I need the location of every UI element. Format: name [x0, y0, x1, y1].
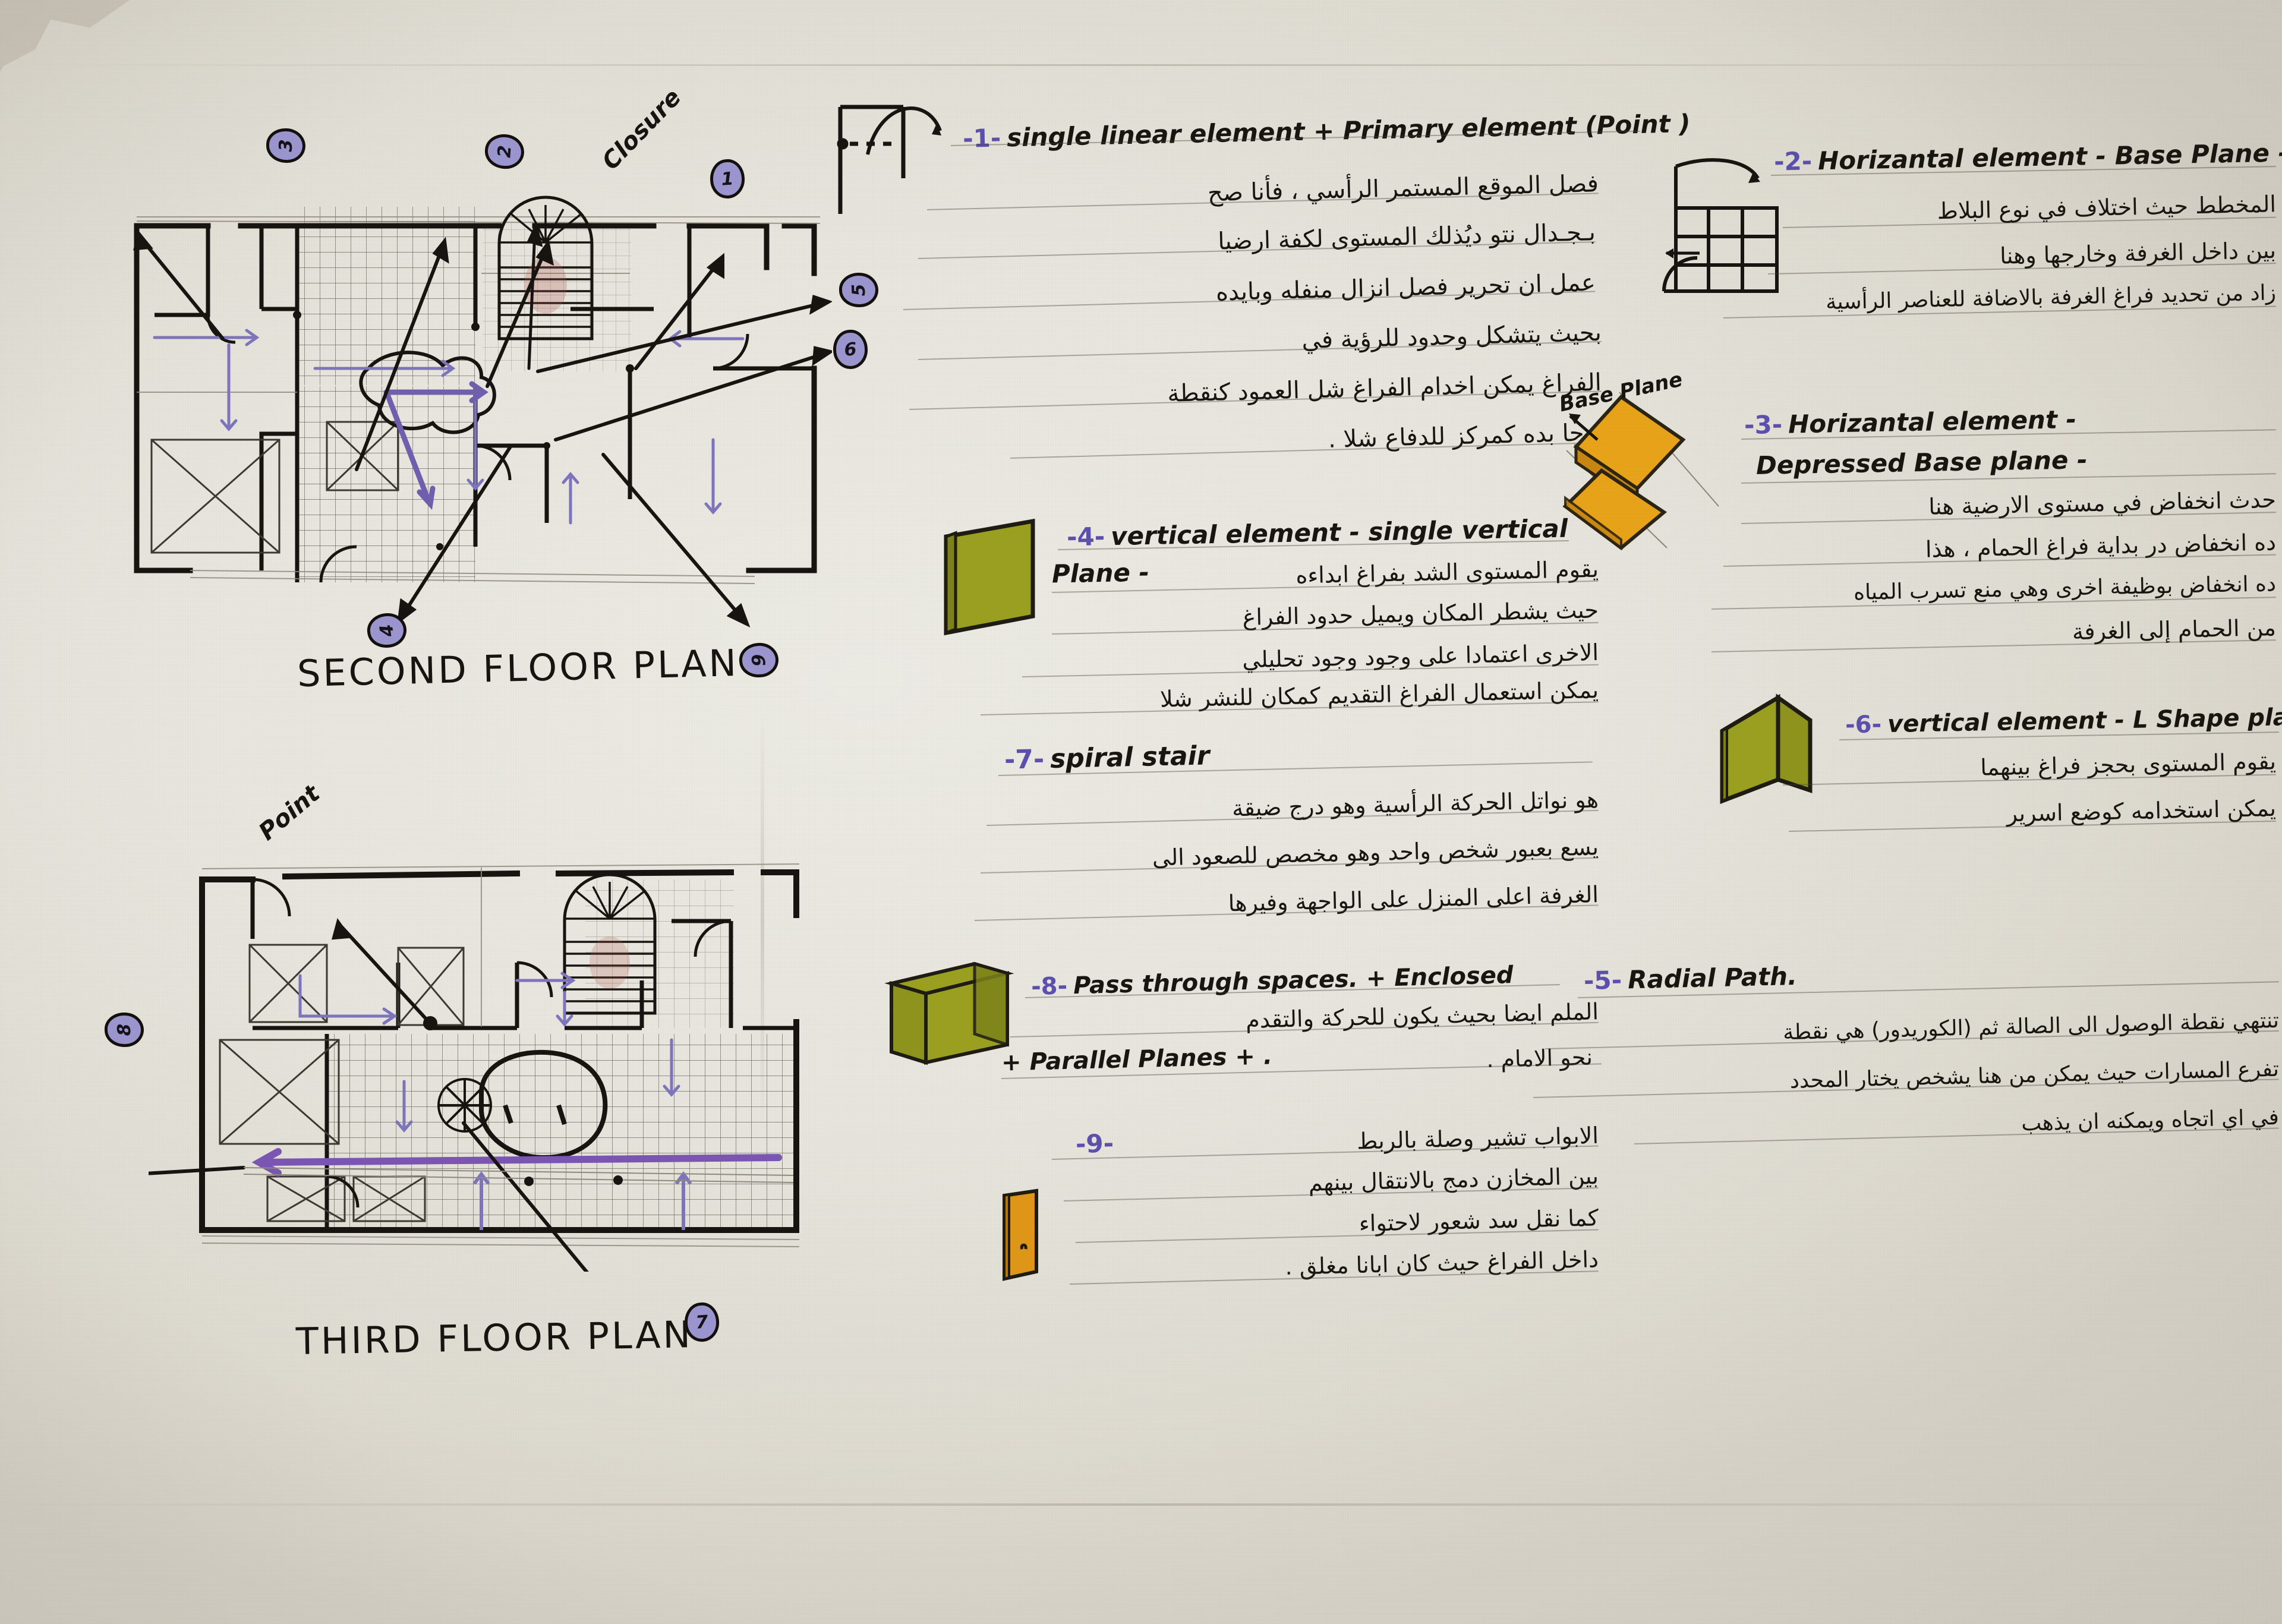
- torn-corner: [0, 0, 172, 107]
- single-vertical-plane-sketch: [933, 508, 1052, 645]
- note-title-1: single linear element + Primary element …: [1006, 109, 1691, 153]
- note-heading-9: -9-: [1075, 1128, 1120, 1159]
- note-body-9-line-3: كما نقل سد شعور لاحتواء: [1359, 1204, 1599, 1237]
- note-body-1-line-4: بحيث يتشكل وحدود للرؤية في: [1301, 319, 1602, 355]
- note-body-5-line-1: تنتهي نقطة الوصول الى الصالة ثم (الكوريد…: [1782, 1008, 2280, 1045]
- closure-annotation: Closure: [597, 83, 687, 176]
- note-number-9: -9-: [1075, 1128, 1114, 1159]
- base-plane-grid-sketch: [1658, 149, 1807, 309]
- plan-marker-3: 3: [266, 127, 306, 164]
- note-body-4-line-1: يقوم المستوى الشد بفراغ ابداءه: [1296, 556, 1599, 589]
- parallel-planes-sketch: [884, 927, 1034, 1076]
- small-orange-panel-sketch: [994, 1182, 1059, 1289]
- third-floor-plan-title: THIRD FLOOR PLAN: [295, 1313, 694, 1363]
- paper-crease: [0, 1503, 2282, 1506]
- note-heading-1: -1-single linear element + Primary eleme…: [963, 109, 1691, 153]
- note-title-7: spiral stair: [1049, 740, 1210, 774]
- note-body-9-line-2: بين المخازن دمج بالانتقال بينهم: [1308, 1163, 1599, 1196]
- note-heading-3b: Depressed Base plane -: [1755, 445, 2088, 480]
- note-number-7: -7-: [1004, 744, 1045, 775]
- linear-element-icon: [832, 89, 969, 226]
- note-heading-4: -4-vertical element - single vertical: [1067, 514, 1568, 552]
- plan-marker-6: 6: [831, 329, 869, 370]
- note-body-8-line-1: الملم ايضا بحيث يكون للحركة والتقدم: [1245, 998, 1599, 1033]
- note-number-6: -6-: [1845, 711, 1882, 739]
- paper-crease: [0, 64, 2282, 66]
- note-number-5: -5-: [1583, 965, 1622, 996]
- note-body-9-line-4: داخل الفراغ حيث كان ابانا مغلق .: [1284, 1246, 1599, 1281]
- note-number-4: -4-: [1066, 522, 1105, 552]
- note-body-7-line-2: يسع بعبور شخص واحد وهو مخصص للصعود الى: [1152, 834, 1599, 871]
- second-floor-plan-drawing: [119, 190, 832, 630]
- plan-marker-2: 2: [484, 133, 525, 171]
- second-floor-plan-title: SECOND FLOOR PLAN: [297, 641, 739, 696]
- l-shape-plane-sketch: [1712, 689, 1836, 820]
- note-number-2: -2-: [1773, 146, 1813, 176]
- note-body-9-line-1: الابواب تشير وصلة بالربط: [1356, 1122, 1599, 1155]
- plan-marker-9: 9: [737, 641, 780, 680]
- note-body-1-line-3: عمل ان تحرير فصل انزال منفله وبايده: [1215, 269, 1596, 307]
- note-heading-7: -7-spiral stair: [1004, 740, 1210, 775]
- note-body-4-line-3: الاخرى اعتمادا على وجود وجود تحليلي: [1241, 639, 1599, 673]
- note-heading-5: -5-Radial Path.: [1583, 961, 1797, 995]
- plan-marker-8: 8: [104, 1011, 144, 1048]
- note-heading-8b: + Parallel Planes + .: [1001, 1042, 1273, 1077]
- note-body-4-line-4: يمكن استعمال الفراغ التقديم كمكان للنشر …: [1159, 677, 1599, 712]
- note-title-5: Radial Path.: [1627, 961, 1798, 995]
- depressed-base-plane-sketch: [1545, 380, 1741, 553]
- third-floor-plan-drawing: [149, 844, 820, 1272]
- point-annotation: Point: [254, 780, 326, 846]
- note-body-1-line-5: الفراغ يمكن اخدام الفراغ شل العمود كنقطة: [1167, 368, 1602, 408]
- note-body-5-line-2: تفرع المسارات حيث يمكن من هنا يشخص يختار…: [1789, 1057, 2280, 1093]
- note-number-3: -3-: [1744, 409, 1783, 440]
- note-body-5-line-3: في اي اتجاه ويمكنه ان يذهب: [2021, 1105, 2280, 1136]
- note-body-7-line-3: الغرفة اعلى المنزل على الواجهة وفيرها: [1228, 881, 1599, 917]
- note-body-3-line-4: من الحمام إلى الغرفة: [2072, 614, 2277, 645]
- plan-marker-5: 5: [839, 272, 879, 308]
- note-body-7-line-1: هو نواتل الحركة الرأسية وهو درج ضيقة: [1231, 786, 1599, 822]
- note-number-1: -1-: [962, 123, 1001, 153]
